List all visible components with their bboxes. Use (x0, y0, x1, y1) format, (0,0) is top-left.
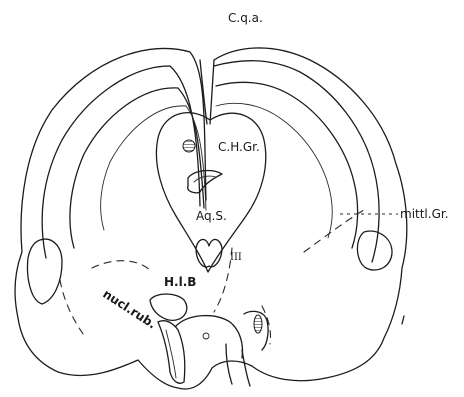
label-hlb: H.l.B (164, 275, 196, 289)
right-layer-2 (216, 82, 358, 248)
chgr-nucleus (183, 140, 195, 152)
oculomotor-nucleus (196, 239, 222, 267)
left-layer-3 (101, 106, 206, 230)
label-aqs: Aq.S. (196, 209, 227, 223)
right-layer-3 (216, 103, 332, 238)
central-gray-outline (156, 113, 265, 272)
tick-mark (402, 316, 404, 324)
center-dot (203, 333, 209, 339)
label-cqa: C.q.a. (228, 11, 263, 25)
right-outer-layer (214, 61, 379, 262)
nucleus-ruber (150, 294, 187, 320)
label-chgr: C.H.Gr. (218, 140, 260, 154)
dashed-right-lower (262, 306, 271, 344)
dashed-left-lower (60, 280, 86, 338)
left-layer-2 (70, 88, 204, 248)
dashed-right-arc (304, 210, 364, 252)
dashed-left-arc (92, 261, 150, 270)
bottom-right-column (226, 344, 250, 386)
label-nuclrub: nucl.rub. (100, 287, 158, 332)
label-nerve: III (230, 252, 242, 263)
label-mittlgr: mittl.Gr. (400, 207, 449, 221)
right-bottom-nucleus (254, 315, 262, 333)
